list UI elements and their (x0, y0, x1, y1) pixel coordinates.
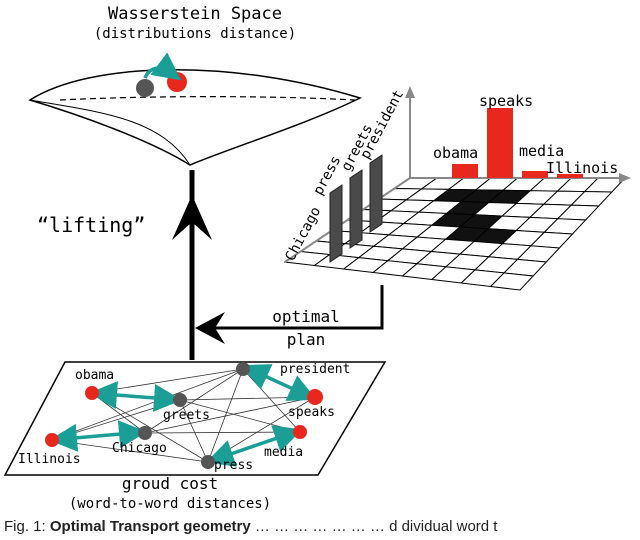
wasserstein-surface (28, 68, 363, 166)
node-label-obama: obama (75, 368, 114, 383)
node-label-press: press (214, 458, 253, 473)
node-press (201, 455, 215, 469)
caption-rest: … … … … … … … d dividual word t (254, 518, 498, 535)
distribution-link-arrow (143, 52, 182, 81)
optimal-plan-arrow (195, 285, 384, 344)
network-nodes (45, 362, 323, 469)
node-president (236, 362, 250, 376)
histogram-axes (284, 86, 631, 263)
right-histogram (452, 108, 583, 178)
transport-plan-grid (283, 177, 627, 291)
bar-obama (452, 164, 478, 178)
label-illinois: Illinois (546, 159, 618, 177)
node-label-president: president (280, 362, 350, 377)
transport-arrows (49, 364, 317, 467)
node-label-greets: greets (163, 408, 210, 423)
bar-speaks (487, 108, 513, 178)
lifting-arrow (172, 170, 212, 360)
node-label-illinois: Illinois (18, 452, 81, 467)
node-illinois (45, 433, 59, 447)
node-label-chicago: Chicago (112, 441, 167, 456)
left-histogram (329, 154, 383, 263)
bar-media (522, 171, 548, 178)
caption-prefix: Fig. 1: (4, 518, 46, 535)
bar-chicago (329, 184, 343, 263)
ground-cost-subtitle: (word-to-word distances) (69, 496, 271, 512)
node-label-speaks: speaks (288, 405, 335, 420)
bar-press (349, 169, 363, 249)
node-media (293, 425, 307, 439)
grid-cell (489, 272, 535, 291)
node-greets (173, 393, 187, 407)
wasserstein-subtitle: (distributions distance) (94, 26, 296, 42)
lifting-label: “lifting” (37, 213, 145, 237)
distribution-point-dark (136, 79, 154, 97)
label-speaks: speaks (479, 92, 533, 110)
node-speaks (307, 389, 323, 405)
distribution-point-red (167, 72, 187, 92)
figure-caption: Fig. 1: Optimal Transport geometry … … …… (4, 518, 640, 540)
bar-greets (369, 154, 383, 233)
label-obama: obama (433, 144, 478, 162)
node-label-media: media (264, 445, 303, 460)
ground-cost-title: groud cost (122, 474, 218, 493)
wasserstein-title: Wasserstein Space (108, 4, 282, 24)
label-media: media (519, 142, 564, 160)
node-chicago (138, 426, 152, 440)
node-obama (85, 386, 99, 400)
optimal-plan-label-line2: plan (287, 330, 326, 349)
bar-illinois (557, 174, 583, 178)
caption-bold: Optimal Transport geometry (49, 518, 251, 535)
diagram-svg: Wasserstein Space (distributions distanc… (3, 4, 631, 512)
optimal-plan-label-line1: optimal (272, 307, 339, 326)
